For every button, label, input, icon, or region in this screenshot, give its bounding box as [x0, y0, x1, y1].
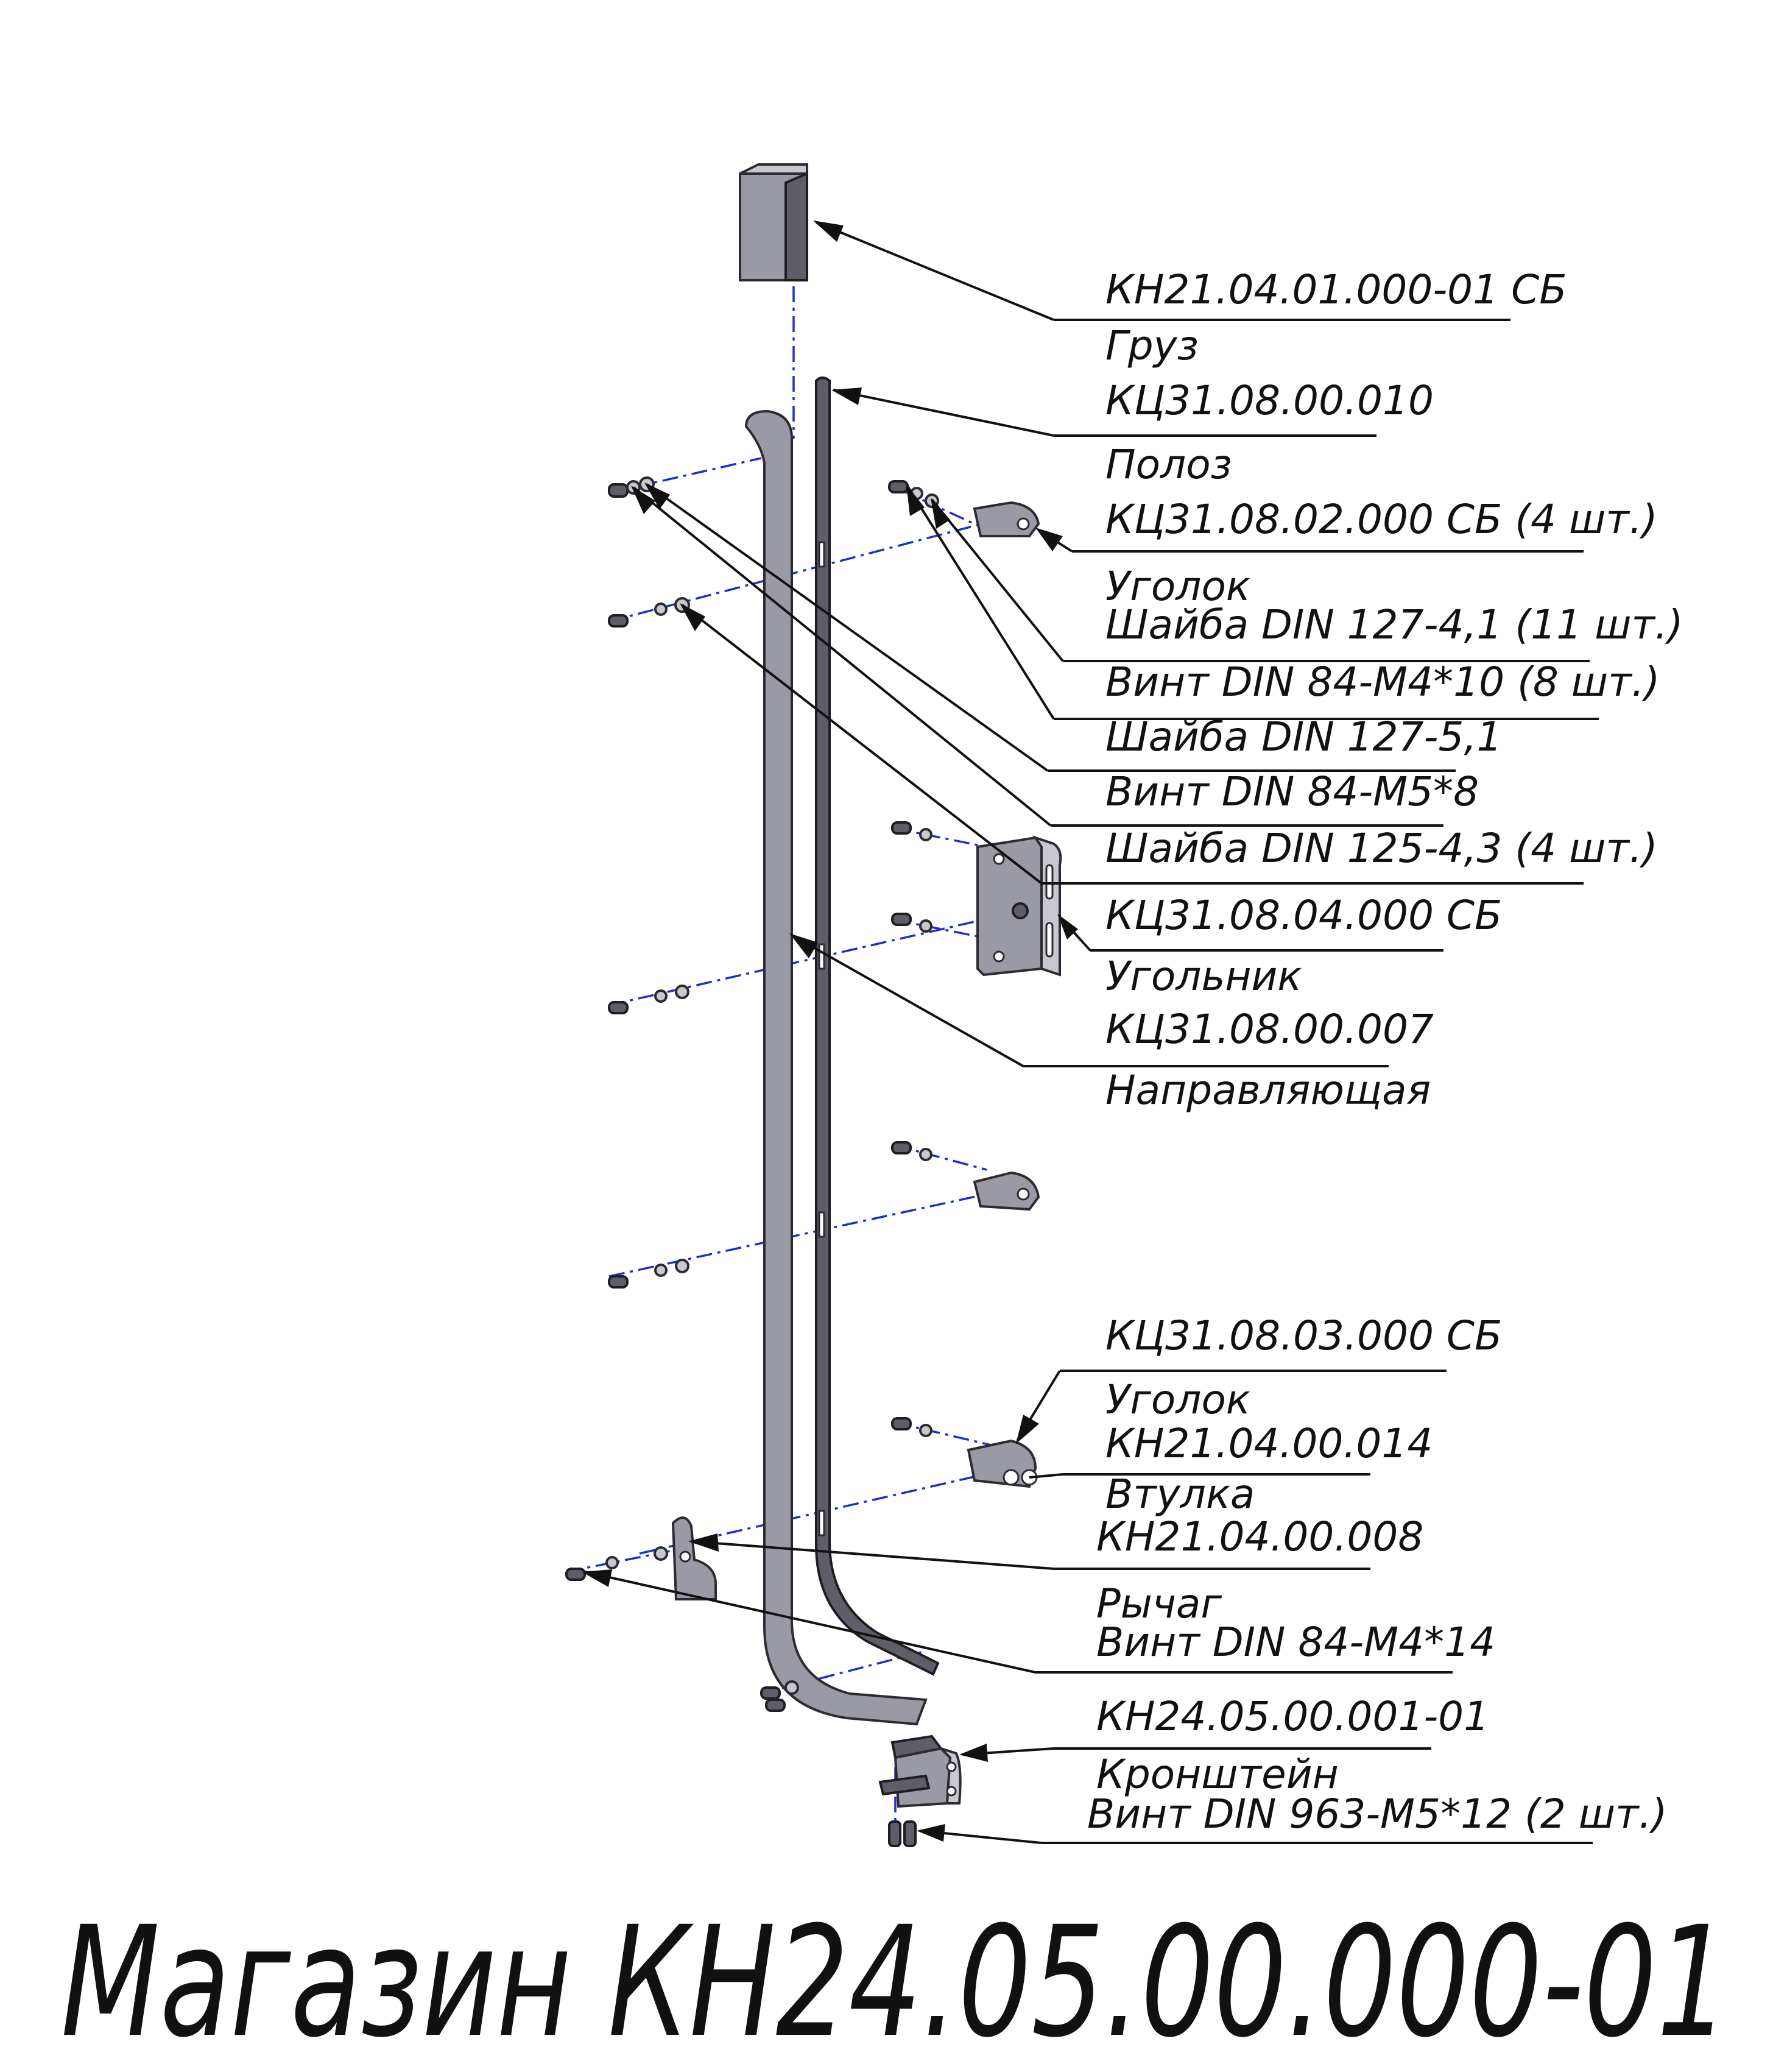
guide-part [744, 409, 928, 1726]
corner-bracket-bottom [967, 1439, 1038, 1488]
bracket-part [878, 1734, 962, 1808]
callout-weight-code: КН21.04.01.000-01 СБ [1105, 266, 1567, 313]
angle-plate-part [976, 835, 1062, 977]
callout-lever-code: КН21.04.00.008 [1096, 1513, 1423, 1560]
callout-bushing-code: КН21.04.00.014 [1105, 1420, 1433, 1467]
weight-part [739, 163, 808, 281]
screw-icon [891, 821, 932, 841]
callout-bracket-name: Кронштейн [1096, 1751, 1339, 1798]
callout-screw-m4x14: Винт DIN 84-M4*14 [1096, 1619, 1495, 1666]
callout-washer-41: Шайба DIN 127-4,1 (11 шт.) [1105, 601, 1683, 648]
callout-guide-code: КЦ31.08.00.007 [1105, 1006, 1434, 1053]
callout-guide-name: Направляющая [1105, 1067, 1431, 1114]
callout-corner-code: КЦ31.08.02.000 СБ (4 шт.) [1105, 496, 1658, 543]
callout-corner2-code: КЦ31.08.03.000 СБ [1105, 1312, 1502, 1359]
leader-lines [582, 221, 1599, 1844]
screw-icon [891, 1417, 932, 1437]
callout-bracket-code: КН24.05.00.001-01 [1096, 1693, 1489, 1740]
lever-part [671, 1516, 717, 1600]
callout-corner-name: Уголок [1105, 563, 1250, 610]
callout-runner-code: КЦ31.08.00.010 [1105, 377, 1434, 424]
corner-bracket-top [973, 501, 1040, 537]
corner-bracket-middle [973, 1171, 1040, 1211]
callout-screw-m5x8: Винт DIN 84-M5*8 [1105, 768, 1479, 815]
callout-runner-name: Полоз [1105, 441, 1232, 488]
runner-part [815, 377, 940, 1676]
screw-icon [608, 597, 690, 628]
callout-lever-name: Рычаг [1096, 1580, 1222, 1627]
callout-corner2-name: Уголок [1105, 1376, 1250, 1423]
screw-icon [608, 985, 689, 1014]
callout-screw-m4x10: Винт DIN 84-M4*10 (8 шт.) [1105, 659, 1660, 705]
callout-angle-name: Угольник [1105, 953, 1302, 1000]
screw-icon [608, 476, 655, 498]
callout-angle-code: КЦ31.08.04.000 СБ [1105, 892, 1502, 939]
screw-icon [565, 1546, 668, 1581]
callout-washer-43: Шайба DIN 125-4,3 (4 шт.) [1105, 825, 1658, 872]
screw-icon [760, 1680, 799, 1712]
callout-labels: КН21.04.01.000-01 СБ Груз КЦ31.08.00.010… [1087, 266, 1683, 1837]
callout-screw-m5x12: Винт DIN 963-M5*12 (2 шт.) [1087, 1791, 1667, 1837]
screw-icon [891, 913, 932, 933]
fasteners [565, 476, 939, 1847]
screw-icon [888, 1820, 917, 1847]
screw-icon [891, 1141, 932, 1161]
drawing-title: Магазин КН24.05.00.000-01 [61, 1893, 1730, 2071]
screw-icon [608, 1259, 689, 1289]
callout-bushing-name: Втулка [1105, 1471, 1255, 1518]
callout-washer-51: Шайба DIN 127-5,1 [1105, 713, 1502, 760]
assembly-axis-lines [566, 286, 1036, 1828]
callout-weight-name: Груз [1105, 322, 1199, 369]
